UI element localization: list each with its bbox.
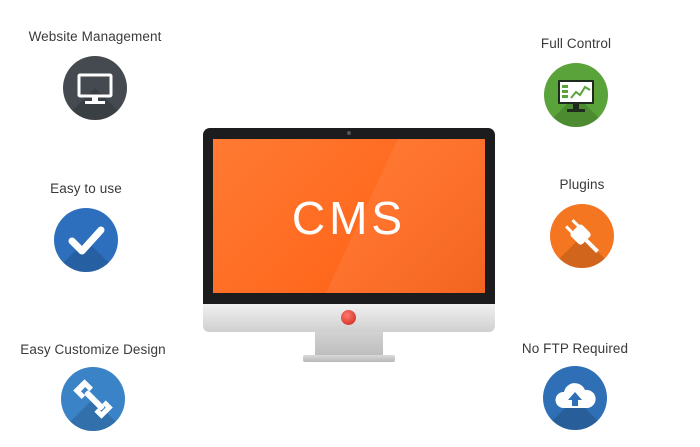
brand-logo-icon (341, 310, 356, 325)
camera-dot (347, 131, 351, 135)
dashboard-monitor-icon (558, 80, 594, 112)
plugins-badge (550, 204, 614, 268)
monitor-bezel: CMS (203, 128, 495, 304)
feature-label: Full Control (540, 36, 612, 51)
easy-to-use-badge (54, 208, 118, 272)
monitor-stand-neck (315, 332, 383, 356)
monitor-icon (77, 73, 113, 104)
feature-easy-to-use: Easy to use (0, 181, 176, 272)
checkmark-icon (68, 226, 105, 255)
feature-website-management: Website Management (5, 29, 185, 120)
feature-label: Easy Customize Design (20, 342, 166, 357)
monitor-screen: CMS (213, 139, 485, 293)
cloud-upload-icon (555, 383, 596, 408)
full-control-badge (544, 63, 608, 127)
no-ftp-badge (543, 366, 607, 430)
monitor-stand-foot (303, 355, 395, 362)
website-management-badge (63, 56, 127, 120)
feature-label: Easy to use (50, 181, 122, 196)
feature-easy-customize-design: Easy Customize Design (3, 342, 183, 431)
feature-label: Website Management (28, 29, 162, 44)
feature-label: Plugins (559, 177, 605, 192)
feature-no-ftp-required: No FTP Required (485, 341, 665, 430)
monitor-chin (203, 304, 495, 332)
wrench-icon (73, 379, 113, 419)
feature-full-control: Full Control (486, 36, 666, 127)
plug-icon (565, 219, 599, 253)
easy-customize-badge (61, 367, 125, 431)
feature-plugins: Plugins (492, 177, 672, 268)
feature-label: No FTP Required (521, 341, 629, 356)
screen-title: CMS (291, 192, 407, 244)
cms-monitor: CMS (203, 128, 495, 362)
